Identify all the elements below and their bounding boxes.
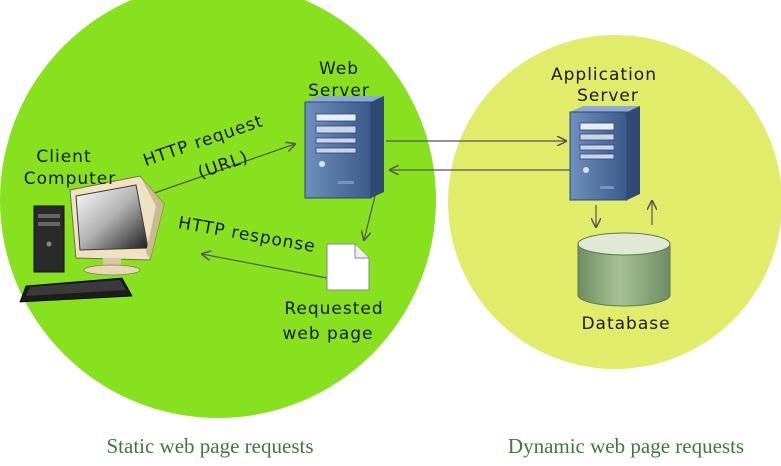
web-server-label-line2: Server xyxy=(308,81,370,101)
client-label-line1: Client xyxy=(36,147,91,167)
web-server-icon xyxy=(304,96,384,199)
app-server-label-line2: Server xyxy=(577,86,639,106)
http-response-arrow xyxy=(202,254,328,279)
dynamic-region xyxy=(448,35,781,369)
app-server-label-line1: Application xyxy=(551,65,657,85)
dynamic-caption: Dynamic web page requests xyxy=(508,434,744,458)
database-icon xyxy=(577,232,671,307)
requested-page-label-line2: web page xyxy=(282,324,373,344)
document-icon xyxy=(326,243,370,291)
server-to-page-arrow xyxy=(364,195,376,240)
web-server-label-line1: Web xyxy=(319,59,359,79)
http-request-arrow xyxy=(142,144,295,198)
application-server-icon xyxy=(569,106,640,201)
static-caption: Static web page requests xyxy=(106,434,313,458)
requested-page-label-line1: Requested xyxy=(284,299,383,319)
static-region xyxy=(0,0,436,418)
client-label-line2: Computer xyxy=(24,169,117,189)
client-computer-icon xyxy=(19,175,165,303)
database-label: Database xyxy=(581,314,670,334)
